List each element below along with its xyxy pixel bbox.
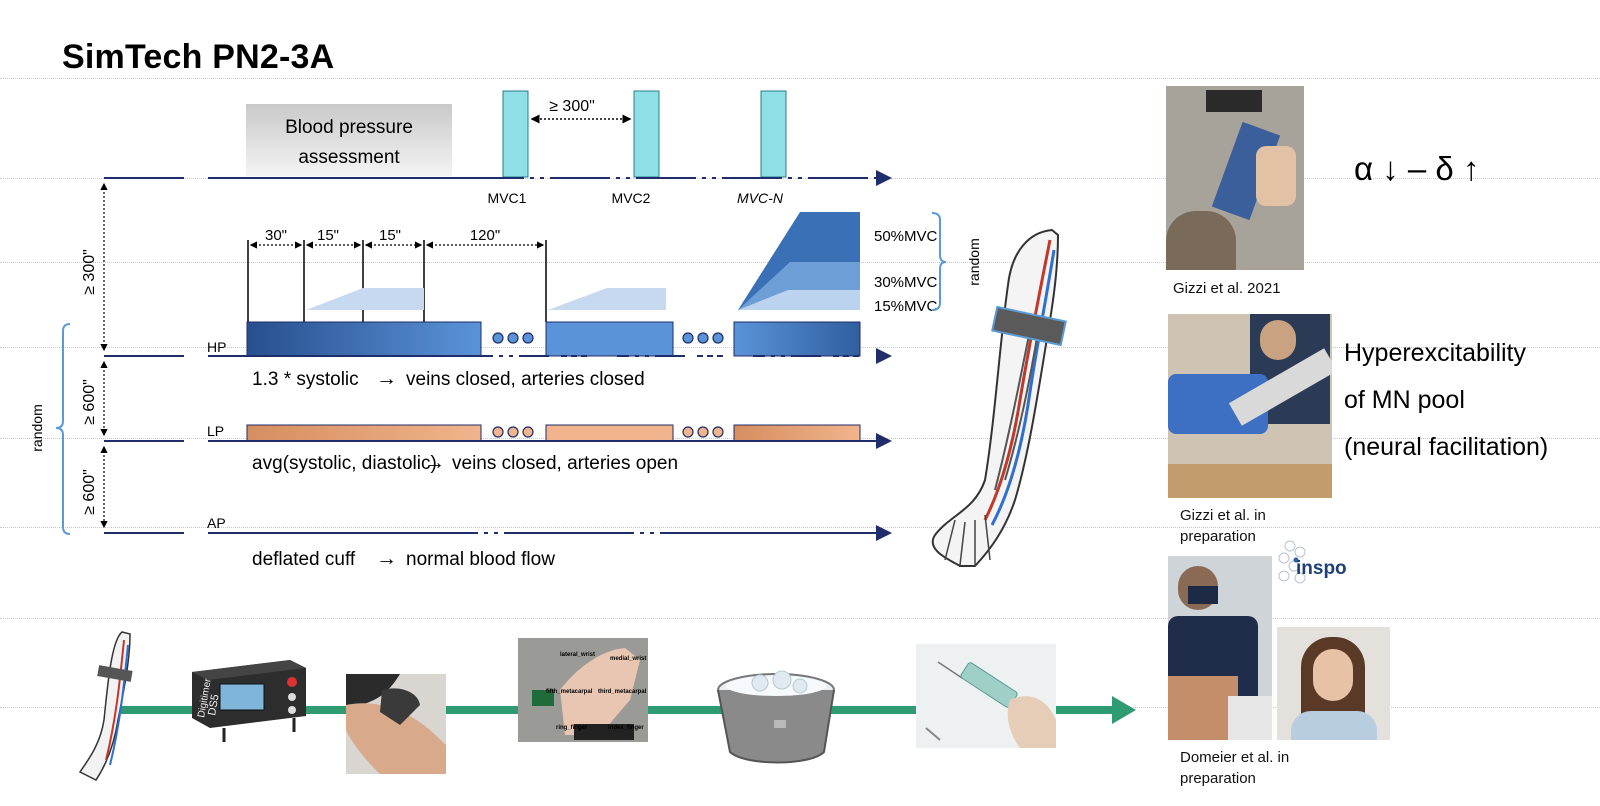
interval-label: 30"	[265, 227, 287, 244]
small-arm-icon	[78, 631, 133, 781]
syringe-photo	[916, 644, 1056, 748]
interval-label: 15"	[379, 227, 401, 244]
mvc-bar	[633, 90, 660, 178]
study-caption-3: Domeier et al. in preparation	[1180, 749, 1290, 787]
stimulator-model: DS5	[206, 693, 222, 716]
bp-label-line1: Blood pressure	[285, 117, 413, 138]
grid-line	[0, 527, 1600, 528]
random-label-left: random	[29, 404, 45, 451]
hp-bar	[733, 321, 861, 357]
random-bracket-right	[931, 212, 947, 311]
row-code-lp: LP	[207, 423, 224, 439]
hp-ellipsis	[492, 332, 724, 344]
mvc-bar	[760, 90, 787, 178]
intensity-label: 15%MVC	[874, 298, 938, 315]
mvc-gap-label: ≥ 300"	[549, 98, 595, 115]
finding-line: (neural facilitation)	[1344, 433, 1549, 461]
lp-arrow: →	[424, 451, 445, 474]
hp-pressure: 1.3 * systolic	[252, 369, 359, 390]
finding-line: of MN pool	[1344, 386, 1465, 414]
sensor-label: fifth_metacarpal	[546, 689, 593, 695]
study-photo-3b	[1277, 627, 1390, 740]
hp-effect: veins closed, arteries closed	[406, 369, 645, 390]
study-finding-1: α ↓ – δ ↑	[1354, 150, 1480, 187]
lp-effect: veins closed, arteries open	[452, 453, 678, 474]
bp-label-line2: assessment	[298, 147, 400, 168]
hp-bar	[246, 321, 482, 357]
interval-label: 120"	[470, 227, 500, 244]
finding-line: Hyperexcitability	[1344, 339, 1527, 367]
lp-bar	[733, 424, 861, 442]
interval-label: 15"	[317, 227, 339, 244]
hexagon-logo-icon	[1278, 540, 1306, 584]
vertical-gap-label: ≥ 600"	[81, 469, 98, 515]
study-finding-2: Hyperexcitability of MN pool (neural fac…	[1344, 330, 1548, 471]
lp-bar	[545, 424, 674, 442]
random-bracket-left	[55, 323, 71, 535]
random-label-right: random	[966, 238, 982, 285]
grid-line	[0, 78, 1600, 79]
emg-setup-photo: lateral_wrist medial_wrist fifth_metacar…	[518, 638, 648, 742]
sensor-label: index_finger	[608, 725, 644, 731]
intensity-label: 50%MVC	[874, 228, 938, 245]
sensor-label: ring_finger	[556, 725, 588, 731]
sensor-label: third_metacarpal	[598, 689, 647, 695]
mvc-label: MVC-N	[737, 190, 784, 206]
timeline-arrow-head	[1112, 696, 1136, 724]
inspo-logo-text: inspo	[1296, 558, 1347, 579]
lp-bar	[246, 424, 482, 442]
study-caption-2: Gizzi et al. in preparation	[1180, 507, 1266, 545]
mvc-bar	[502, 90, 529, 178]
mvc-label: MVC1	[488, 190, 527, 206]
ap-pressure: deflated cuff	[252, 549, 356, 570]
stimulator-device: Digitimer DS5	[192, 660, 306, 742]
study-photo-3a	[1168, 556, 1272, 740]
study-photo-2	[1168, 314, 1332, 498]
ramp-15mvc	[738, 290, 860, 310]
grid-line	[0, 618, 1600, 619]
mvc-label: MVC2	[612, 190, 651, 206]
blood-pressure-box	[246, 104, 452, 176]
study-caption-1: Gizzi et al. 2021	[1173, 280, 1281, 297]
arm-illustration	[931, 228, 1067, 567]
hp-arrow: →	[376, 367, 397, 390]
ramp-shape	[306, 288, 424, 310]
sensor-label: lateral_wrist	[560, 652, 595, 658]
row-code-hp: HP	[207, 339, 226, 355]
study-photo-1	[1166, 86, 1304, 270]
hp-bar	[545, 321, 674, 357]
hand-device-photo	[346, 674, 446, 774]
intensity-label: 30%MVC	[874, 274, 938, 291]
vertical-gap-label: ≥ 300"	[81, 249, 98, 295]
lp-pressure: avg(systolic, diastolic)	[252, 453, 437, 474]
ramp-shape	[548, 288, 666, 310]
row-code-ap: AP	[207, 515, 226, 531]
sensor-label: medial_wrist	[610, 656, 646, 662]
ice-bucket	[717, 670, 835, 764]
page-title: SimTech PN2-3A	[62, 38, 335, 76]
protocol-diagram: Blood pressure assessment ≥ 300" MVC1 MV…	[29, 90, 1136, 781]
inspo-logo: inspo	[1276, 538, 1396, 588]
ap-effect: normal blood flow	[406, 549, 555, 570]
lp-ellipsis	[492, 426, 724, 438]
ap-arrow: →	[376, 547, 397, 570]
vertical-gap-label: ≥ 600"	[81, 379, 98, 425]
